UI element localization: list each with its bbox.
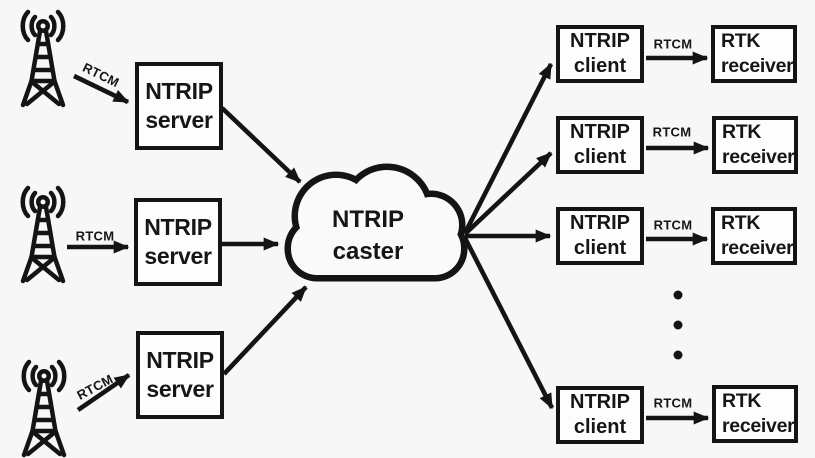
arrow-caster-to-client4 [462,236,555,410]
box-label-line: client [573,416,627,438]
box-label-line: RTK [722,121,762,143]
box-label-line: NTRIP [570,121,630,143]
cloud-shape [284,163,468,282]
ntrip-client-box-2: NTRIP client [556,116,644,174]
rtcm-label-right-2: RTCM [652,124,692,140]
box-label-line: client [573,55,627,77]
flow-arrows [67,51,710,425]
box-label-line: NTRIP [146,347,214,373]
box-label-line: RTK [722,390,762,412]
box-label-line: NTRIP [570,30,630,52]
arrow-server3-to-caster [222,285,308,376]
antenna-tower-icon [24,362,65,455]
ntrip-server-box-3: NTRIP server [136,331,224,419]
box-label-line: client [573,237,627,259]
box-label-line: server [145,107,213,133]
antenna-tower-icon [23,12,64,105]
box-label-line: receiver [722,146,795,168]
rtcm-label-left-2: RTCM [75,228,115,244]
box-label-line: NTRIP [570,212,630,234]
ntrip-client-box-3: NTRIP client [556,207,644,265]
box-label-line: server [144,243,212,269]
ntrip-server-box-1: NTRIP server [135,62,223,150]
rtk-receiver-box-2: RTK receiver [712,116,798,174]
arrow-caster-to-client1 [462,62,554,235]
cloud-label-line: NTRIP [332,206,404,233]
antenna-tower-icon [23,188,64,281]
rtcm-label-right-4: RTCM [653,395,693,411]
rtk-receiver-box-4: RTK receiver [712,385,798,443]
arrow-caster-to-client2 [463,151,553,236]
box-label-line: receiver [722,415,795,437]
ellipsis-dots-icon [673,290,683,360]
box-label-line: RTK [721,212,761,234]
arrow-tower3-to-server3 [76,373,131,412]
rtcm-label-right-1: RTCM [653,36,693,52]
rtk-receiver-box-3: RTK receiver [711,207,797,265]
box-label-line: RTK [721,30,761,52]
arrow-server1-to-caster [220,106,302,184]
ntrip-client-box-1: NTRIP client [556,25,644,83]
box-label-line: NTRIP [570,391,630,413]
ntrip-client-box-4: NTRIP client [556,386,644,444]
ntrip-server-box-2: NTRIP server [134,198,222,286]
box-label-line: receiver [721,237,794,259]
arrow-tower1-to-server1 [73,73,130,105]
box-label-line: NTRIP [144,214,212,240]
box-label-line: NTRIP [145,78,213,104]
ntrip-caster-label: NTRIP caster [332,204,404,268]
rtcm-label-right-3: RTCM [653,217,693,233]
box-label-line: receiver [721,55,794,77]
box-label-line: client [573,146,627,168]
rtk-receiver-box-1: RTK receiver [711,25,797,83]
cloud-label-line: caster [332,238,404,265]
box-label-line: server [146,376,214,402]
